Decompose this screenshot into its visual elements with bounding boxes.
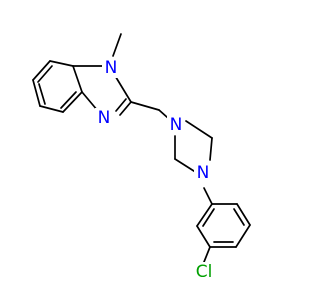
chlorophenyl-ring — [196, 187, 251, 263]
double-bond — [115, 98, 127, 112]
bond — [32, 60, 51, 81]
bond — [62, 91, 83, 113]
double-bond — [119, 101, 132, 116]
methyl-bond — [112, 33, 122, 57]
atom-labels: N N N N Cl — [95, 58, 216, 282]
atom-n-methyl: N — [105, 58, 118, 78]
bond — [203, 187, 213, 205]
double-bond-inner — [37, 65, 53, 83]
atom-n-piperazine-top: N — [170, 115, 183, 135]
double-bond-inner — [233, 208, 245, 226]
piperazine-ring — [174, 120, 213, 174]
bond — [235, 224, 251, 248]
bond — [196, 203, 213, 227]
bond — [196, 225, 211, 248]
bond — [49, 60, 74, 67]
imidazole-ring — [72, 33, 169, 119]
double-bond-inner — [38, 83, 46, 105]
c-cl-bond — [203, 246, 211, 263]
bond — [209, 137, 213, 161]
atom-n-imine: N — [98, 108, 111, 128]
double-bond-inner — [202, 208, 215, 227]
atom-cl: Cl — [196, 262, 213, 282]
bond — [32, 79, 41, 107]
bond — [174, 158, 198, 174]
molecule-structure-diagram: N N N N Cl — [32, 33, 251, 282]
ch2-bond — [158, 109, 169, 119]
bond — [185, 120, 213, 139]
bond — [39, 105, 64, 113]
bond — [72, 65, 83, 93]
bond — [113, 73, 132, 103]
atom-n-piperazine-bottom: N — [197, 163, 210, 183]
ch2-bond — [130, 101, 160, 111]
bond — [236, 203, 251, 226]
double-bond-inner — [60, 91, 77, 109]
benzene-ring-fused — [32, 60, 83, 113]
